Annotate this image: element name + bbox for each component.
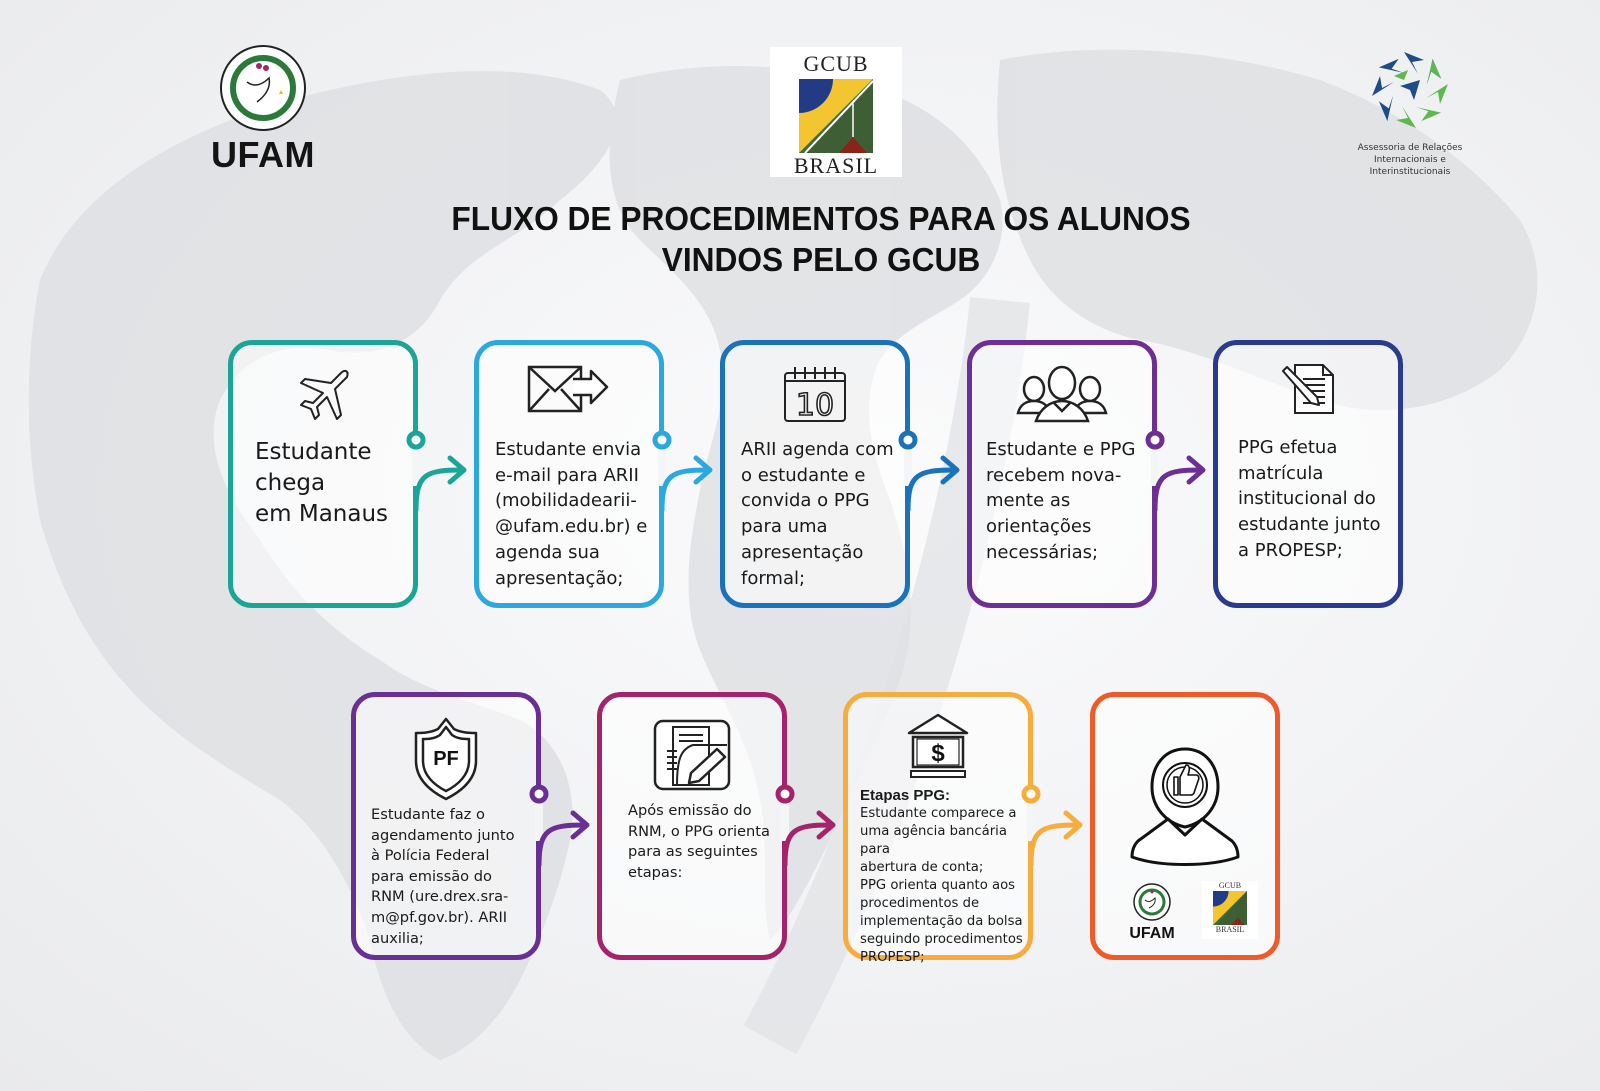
step-text: PPG efetua matrícula institucional do es… <box>1238 435 1388 564</box>
step-heading: Etapas PPG: <box>860 787 951 804</box>
step-text-line: mente as <box>986 490 1071 512</box>
ufam-seal-icon <box>220 45 306 131</box>
mini-gcub-logo: GCUB BRASIL <box>1202 881 1258 939</box>
step-text-line: PPG efetua <box>1238 437 1338 458</box>
ufam-logo: UFAM <box>208 44 318 176</box>
step-text-line: para emissão do <box>371 867 492 885</box>
step-text-line: etapas: <box>628 863 683 881</box>
step-text-line: à Polícia Federal <box>371 847 490 865</box>
step-text: Etapas PPG: Estudante comparece a uma ag… <box>860 787 1024 967</box>
step-text-line: Estudante e PPG <box>986 439 1136 460</box>
step-text-line: chega <box>255 470 326 496</box>
email-send-icon <box>479 365 659 415</box>
step-card-4: Estudante e PPG recebem nova- mente as o… <box>967 340 1157 608</box>
gcub-logo: GCUB BRASIL <box>770 47 902 178</box>
police-shield-icon: PF <box>356 717 536 801</box>
step-card-8: $ Etapas PPG: Estudante comparece a uma … <box>843 692 1033 965</box>
step-text-line: procedimentos de <box>860 896 980 911</box>
arii-caption-line: Internacionais e <box>1374 155 1446 165</box>
step-card-2: Estudante envia e-mail para ARII (mobili… <box>474 340 664 608</box>
step-text-line: abertura de conta; <box>860 860 984 875</box>
arii-logo: Assessoria de Relações Internacionais e … <box>1340 48 1480 178</box>
step-text-line: auxilia; <box>371 929 424 947</box>
step-text-line: apresentação <box>741 541 864 563</box>
arii-caption: Assessoria de Relações Internacionais e … <box>1340 142 1480 178</box>
arii-caption-line: Interinstitucionais <box>1369 167 1451 177</box>
step-text-line: em Manaus <box>255 501 389 527</box>
step-card-1: Estudante chega em Manaus <box>228 340 418 608</box>
step-card-7: Após emissão do RNM, o PPG orienta para … <box>597 692 787 960</box>
arii-arrows-emblem-icon <box>1372 52 1448 128</box>
step-text-line: necessárias; <box>986 541 1099 563</box>
step-text-line: institucional do <box>1238 488 1376 510</box>
user-thumbs-up-icon <box>1095 747 1275 869</box>
step-text-line: para as seguintes <box>628 843 758 861</box>
step-text-line: apresentação; <box>495 567 624 589</box>
step-text-line: formal; <box>741 567 806 589</box>
step-text-line: agenda sua <box>495 541 600 563</box>
step-text-line: matrícula <box>1238 462 1324 484</box>
bank-icon: $ <box>848 713 1028 779</box>
gcub-logo-bottom-text: BRASIL <box>793 153 879 178</box>
step-text-line: estudante junto <box>1238 514 1381 536</box>
step-text-line: Estudante envia <box>495 439 642 460</box>
step-text-line: Estudante faz o <box>371 806 485 823</box>
step-text: ARII agenda com o estudante e convida o … <box>741 437 895 591</box>
gcub-emblem-icon <box>799 79 873 153</box>
document-pencil-icon <box>1218 363 1398 415</box>
step-text-line: @ufam.edu.br) e <box>495 516 648 538</box>
bank-symbol: $ <box>931 740 945 767</box>
mini-ufam-logo: UFAM <box>1129 883 1175 943</box>
step-text-line: orientações <box>986 516 1092 538</box>
step-text: Estudante e PPG recebem nova- mente as o… <box>986 437 1142 566</box>
step-text-line: m@pf.gov.br). ARII <box>371 908 508 926</box>
step-text-line: Após emissão do <box>628 802 752 819</box>
step-text-line: RNM, o PPG orienta <box>628 822 770 840</box>
step-text-line: PPG orienta quanto aos <box>860 878 1016 893</box>
step-text-line: Estudante <box>255 439 372 465</box>
form-edit-icon <box>602 719 782 791</box>
group-icon <box>972 365 1152 425</box>
step-text-line: PROPESP; <box>860 950 925 965</box>
step-card-6: PF Estudante faz o agendamento junto à P… <box>351 692 541 960</box>
ufam-wordmark: UFAM <box>211 134 315 175</box>
step-text-line: (mobilidadearii- <box>495 490 637 512</box>
airplane-icon <box>233 367 413 423</box>
step-card-3: 10 ARII agenda com o estudante e convida… <box>720 340 910 608</box>
step-text-line: implementação da bolsa <box>860 914 1023 929</box>
page-title: FLUXO DE PROCEDIMENTOS PARA OS ALUNOS VI… <box>0 198 1600 280</box>
step-text-line: convida o PPG <box>741 490 870 512</box>
step-text: Estudante envia e-mail para ARII (mobili… <box>495 437 649 591</box>
title-line: FLUXO DE PROCEDIMENTOS PARA OS ALUNOS <box>451 200 1191 237</box>
step-text-line: seguindo procedimentos <box>860 932 1023 947</box>
mini-ufam-wordmark: UFAM <box>1129 925 1175 942</box>
step-text-line: agendamento junto <box>371 826 515 844</box>
gcub-logo-top-text: GCUB <box>803 51 869 76</box>
calendar-day: 10 <box>796 388 834 423</box>
arii-caption-line: Assessoria de Relações <box>1357 143 1463 153</box>
step-text-line: RNM (ure.drex.sra- <box>371 888 509 906</box>
mini-gcub-bottom-text: BRASIL <box>1215 925 1245 934</box>
step-text: Após emissão do RNM, o PPG orienta para … <box>628 801 772 883</box>
step-text-line: Estudante comparece a <box>860 806 1017 821</box>
step-text-line: ARII agenda com <box>741 439 894 460</box>
step-text: Estudante chega em Manaus <box>255 437 403 530</box>
step-text-line: e-mail para ARII <box>495 464 639 486</box>
step-text-line: a PROPESP; <box>1238 539 1343 561</box>
step-card-5: PPG efetua matrícula institucional do es… <box>1213 340 1403 608</box>
shield-text: PF <box>433 748 459 770</box>
step-text-line: o estudante e <box>741 464 866 486</box>
calendar-icon: 10 <box>725 365 905 423</box>
step-text-line: uma agência bancária para <box>860 824 1007 857</box>
step-text: Estudante faz o agendamento junto à Polí… <box>371 805 526 949</box>
title-line: VINDOS PELO GCUB <box>661 241 981 278</box>
step-card-9: UFAM GCUB BRASIL <box>1090 692 1280 960</box>
step-text-line: para uma <box>741 516 828 538</box>
mini-gcub-top-text: GCUB <box>1218 881 1242 890</box>
mini-ufam-seal-icon <box>1133 883 1171 921</box>
mini-gcub-emblem-icon <box>1213 891 1247 925</box>
step-text-line: recebem nova- <box>986 464 1122 486</box>
